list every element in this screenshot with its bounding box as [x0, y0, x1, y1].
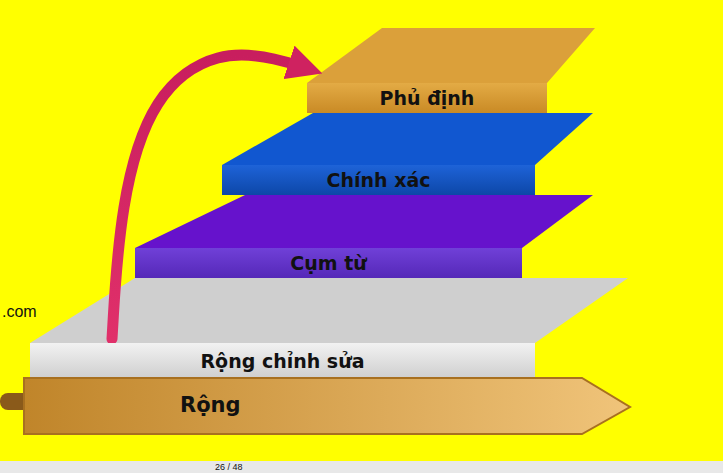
- step-top: [307, 28, 595, 83]
- step-top: [222, 113, 593, 165]
- watermark: .com: [2, 303, 37, 320]
- step-label: Phủ định: [380, 87, 475, 109]
- arrow-shape: [22, 374, 634, 436]
- step-label: Chính xác: [327, 169, 431, 191]
- page-number: 26 / 48: [215, 462, 243, 472]
- step-face: Cụm từ: [135, 248, 522, 278]
- step-label: Cụm từ: [290, 252, 367, 274]
- step-label: Rộng: [180, 393, 241, 417]
- curved-arrow: [112, 55, 309, 339]
- toolbar-bar: [0, 461, 723, 473]
- step-top: [135, 195, 593, 248]
- step-face: Phủ định: [307, 83, 547, 113]
- step-face: Rộng chỉnh sửa: [30, 343, 535, 378]
- arrow-outline: [24, 378, 630, 434]
- step-face: Chính xác: [222, 165, 535, 195]
- step-label: Rộng chỉnh sửa: [200, 350, 364, 372]
- arrow-banner: Rộng: [22, 374, 634, 436]
